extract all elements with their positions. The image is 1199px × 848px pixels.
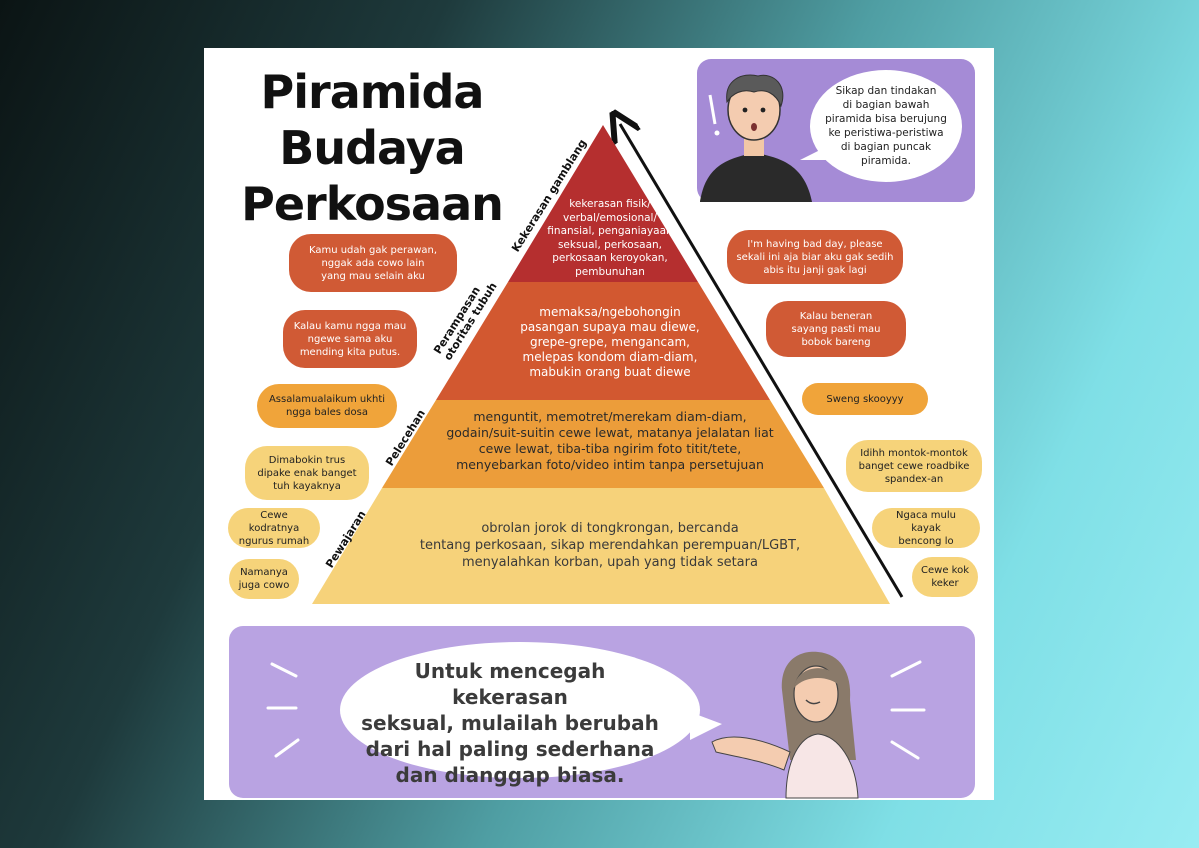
tier-line: finansial, penganiayaan: [547, 225, 673, 237]
bubble-line: nggak ada cowo lain: [321, 257, 425, 269]
escalation-arrow: [620, 124, 904, 598]
bubble-line: yang mau selain aku: [321, 270, 425, 282]
bubble-line: ngewe sama aku: [307, 333, 393, 345]
bubble-line: tuh kayaknya: [273, 480, 341, 492]
tier-line: grepe-grepe, mengancam,: [529, 335, 690, 349]
bubble-line: juga cowo: [238, 580, 290, 591]
tier-line: kekerasan fisik/: [569, 198, 651, 210]
pyramid-tier-perampasan: [436, 282, 770, 400]
bubble-line: Ngaca mulu kayak: [896, 509, 956, 534]
bubble-line: I'm having bad day, please: [747, 238, 883, 250]
bubble-line: keker: [931, 578, 959, 589]
bubble-line: Idihh montok-montok: [860, 447, 968, 459]
tier-line: pembunuhan: [575, 265, 645, 278]
bubble-line: Sweng skooyyy: [826, 393, 904, 405]
pyramid-tier-kekerasan: [508, 125, 698, 282]
tier-line: obrolan jorok di tongkrongan, bercanda: [481, 521, 739, 536]
sparkle-lines-left: [266, 662, 300, 758]
bubble-line: Cewe kodratnya: [248, 509, 300, 534]
top-speech-bubble: Sikap dan tindakan di bagian bawah piram…: [810, 70, 962, 182]
right-bubble: Kalau beneran sayang pasti mau bobok bar…: [766, 301, 906, 357]
left-bubble: Kalau kamu ngga mau ngewe sama aku mendi…: [283, 310, 417, 368]
bottom-speech-text: Untuk mencegah kekerasan seksual, mulail…: [360, 658, 660, 788]
tier-line: cewe lewat, tiba-tiba ngirim foto titit/…: [478, 441, 742, 456]
speech-line: piramida.: [861, 155, 911, 167]
tier-line: godain/suit-suitin cewe lewat, matanya j…: [446, 425, 774, 440]
tier-line: tentang perkosaan, sikap merendahkan per…: [419, 538, 801, 553]
pyramid-tier-pewajaran: [312, 488, 890, 604]
bubble-line: Namanya: [240, 567, 288, 578]
tier-line: menguntit, memotret/merekam diam-diam,: [473, 409, 747, 424]
right-bubble: I'm having bad day, please sekali ini aj…: [727, 230, 903, 284]
bubble-line: bencong lo: [898, 535, 954, 547]
bubble-line: Dimabokin trus: [268, 454, 346, 466]
tier-line: menyebarkan foto/video intim tanpa perse…: [456, 457, 764, 472]
tier-pelecehan-text: menguntit, memotret/merekam diam-diam, g…: [430, 409, 790, 473]
speech-line: di bagian puncak: [840, 141, 932, 153]
speech-line: Sikap dan tindakan: [835, 85, 937, 97]
tier-line: pasangan supaya mau diewe,: [520, 320, 700, 334]
right-bubble: Ngaca mulu kayak bencong lo: [872, 508, 980, 548]
left-bubble: Dimabokin trus dipake enak banget tuh ka…: [245, 446, 369, 500]
bubble-line: Assalamualaikum ukhti: [268, 394, 386, 405]
tier-kekerasan-text: kekerasan fisik/ verbal/emosional/ finan…: [540, 198, 680, 279]
bubble-line: abis itu janji gak lagi: [763, 264, 867, 276]
left-bubble: Cewe kodratnya ngurus rumah: [228, 508, 320, 548]
bubble-line: Cewe kok: [921, 565, 969, 576]
left-bubble: Kamu udah gak perawan, nggak ada cowo la…: [289, 234, 457, 292]
page-title: Piramida Budaya Perkosaan: [232, 64, 512, 232]
bottom-speech-bubble: [340, 642, 700, 778]
bubble-line: mending kita putus.: [299, 346, 401, 358]
bubble-line: banget cewe roadbike: [858, 460, 970, 472]
tier-line: menyalahkan korban, upah yang tidak seta…: [462, 555, 758, 570]
bubble-line: spandex-an: [884, 473, 944, 485]
speech-line: ke peristiwa-peristiwa: [828, 127, 944, 139]
tier-perampasan-text: memaksa/ngebohongin pasangan supaya mau …: [500, 305, 720, 380]
title-line: Piramida: [260, 65, 485, 119]
title-line: Perkosaan: [241, 177, 504, 231]
tier-line: memaksa/ngebohongin: [539, 305, 681, 319]
speech-line: dan dianggap biasa.: [395, 763, 625, 787]
speech-line: piramida bisa berujung: [825, 113, 947, 125]
bubble-line: sayang pasti mau: [791, 323, 881, 335]
right-bubble: Sweng skooyyy: [802, 383, 928, 415]
bubble-line: Kalau kamu ngga mau: [293, 320, 407, 332]
bubble-line: ngurus rumah: [238, 535, 310, 547]
tier-line: mabukin orang buat diewe: [529, 365, 691, 379]
tier-line: seksual, perkosaan,: [557, 238, 663, 251]
right-bubble: Cewe kok keker: [912, 557, 978, 597]
bubble-line: dipake enak banget: [257, 467, 357, 479]
bubble-line: Kamu udah gak perawan,: [308, 244, 438, 256]
tier-line: perkosaan keroyokan,: [552, 252, 668, 264]
speech-line: di bagian bawah: [842, 99, 930, 111]
woman-illustration: [711, 651, 859, 799]
tier-line: melepas kondom diam-diam,: [522, 350, 698, 364]
tier-line: verbal/emosional/: [562, 211, 657, 224]
right-bubble: Idihh montok-montok banget cewe roadbike…: [846, 440, 982, 492]
left-bubble: Assalamualaikum ukhti ngga bales dosa: [257, 384, 397, 428]
left-bubble: Namanya juga cowo: [229, 559, 299, 599]
speech-line: Untuk mencegah kekerasan: [414, 659, 606, 709]
sparkle-lines-right: [890, 660, 926, 760]
bubble-line: bobok bareng: [801, 336, 871, 348]
pyramid-tier-pelecehan: [382, 400, 824, 488]
speech-line: seksual, mulailah berubah: [361, 711, 659, 735]
tier-pewajaran-text: obrolan jorok di tongkrongan, bercanda t…: [380, 520, 840, 571]
bubble-line: ngga bales dosa: [286, 407, 368, 418]
bubble-line: sekali ini aja biar aku gak sedih: [736, 251, 894, 263]
title-line: Budaya: [279, 121, 465, 175]
bubble-line: Kalau beneran: [799, 310, 873, 322]
speech-line: dari hal paling sederhana: [365, 737, 655, 761]
